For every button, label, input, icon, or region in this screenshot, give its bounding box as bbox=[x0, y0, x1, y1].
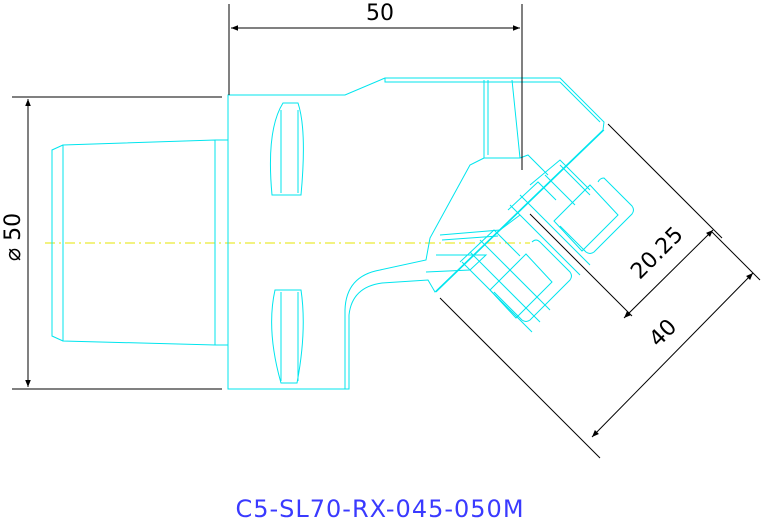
tip-label: 20.25 bbox=[626, 222, 688, 284]
inserts bbox=[435, 129, 634, 333]
part-number: C5-SL70-RX-045-050M bbox=[235, 495, 524, 523]
dimension-head: 40 bbox=[439, 231, 761, 459]
diameter-label: ⌀ 50 bbox=[1, 213, 26, 261]
head-label: 40 bbox=[645, 315, 682, 352]
shank bbox=[51, 139, 228, 346]
dimension-diameter: ⌀ 50 bbox=[1, 96, 222, 390]
width-label: 50 bbox=[366, 1, 394, 26]
dimension-width: 50 bbox=[228, 1, 523, 170]
clamp-slot-top bbox=[269, 102, 304, 196]
tool-body bbox=[227, 77, 605, 390]
clamp-slot-bottom bbox=[271, 289, 304, 384]
dimension-tip: 20.25 bbox=[529, 123, 723, 319]
